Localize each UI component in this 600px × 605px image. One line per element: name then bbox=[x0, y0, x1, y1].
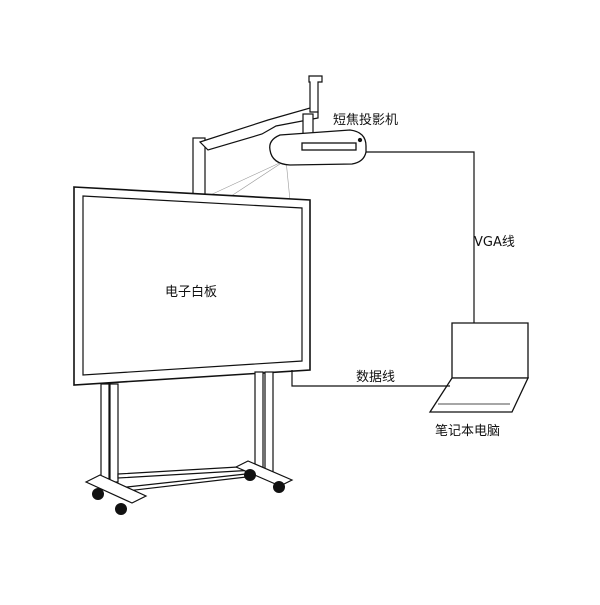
projector-lens-slot bbox=[301, 142, 357, 151]
mobile-stand bbox=[84, 371, 294, 504]
laptop-screen bbox=[451, 322, 529, 379]
stand-foot-right bbox=[234, 460, 294, 487]
mount-joint bbox=[302, 113, 314, 135]
laptop-keyboard-base bbox=[428, 377, 530, 413]
electronic-whiteboard bbox=[73, 186, 311, 386]
wheel-icon bbox=[244, 469, 256, 481]
stand-leg-right-b bbox=[264, 371, 274, 475]
stand-foot-left bbox=[84, 474, 148, 504]
projector-indicator bbox=[357, 137, 363, 143]
data-cable bbox=[291, 370, 450, 387]
wheel-icon bbox=[92, 488, 104, 500]
stand-leg-left-a bbox=[100, 383, 110, 483]
wall-bracket bbox=[192, 137, 206, 199]
stand-leg-left-b bbox=[109, 383, 119, 483]
stand-wheels bbox=[92, 469, 285, 515]
vga-cable-label: VGA线 bbox=[474, 235, 515, 250]
projector-label: 短焦投影机 bbox=[333, 112, 398, 128]
data-cable-label: 数据线 bbox=[356, 370, 395, 385]
laptop-label: 笔记本电脑 bbox=[435, 423, 500, 439]
short-throw-projector bbox=[269, 129, 367, 166]
whiteboard-label: 电子白板 bbox=[165, 284, 217, 300]
laptop bbox=[428, 322, 530, 413]
wheel-icon bbox=[115, 503, 127, 515]
mount-arm bbox=[198, 107, 319, 151]
stand-leg-right-a bbox=[254, 371, 264, 475]
vga-cable bbox=[366, 151, 475, 323]
wheel-icon bbox=[273, 481, 285, 493]
ceiling-hook bbox=[308, 75, 323, 113]
cables bbox=[291, 151, 475, 387]
whiteboard-surface bbox=[82, 195, 303, 376]
wall-mount-arm bbox=[192, 75, 323, 199]
